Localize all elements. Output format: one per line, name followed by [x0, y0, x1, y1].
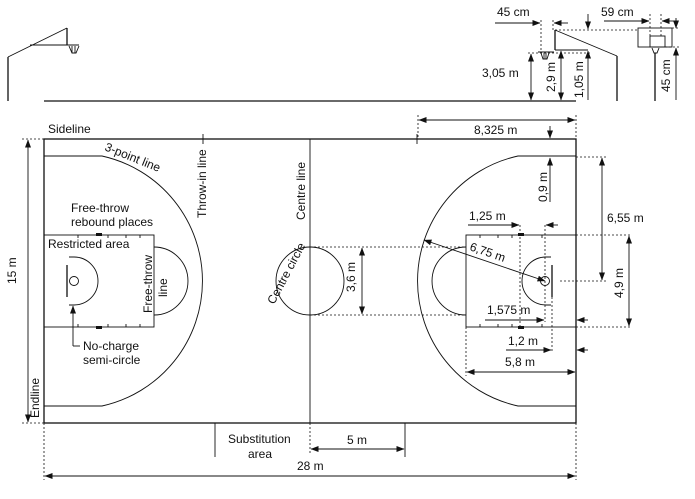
hoop-icon [67, 44, 80, 54]
no-charge-arc-right [521, 256, 551, 306]
free-throw-circle-right [431, 246, 467, 316]
rebound-places-label-1: Free-throw [71, 201, 129, 215]
free-throw-circle-left [153, 246, 189, 316]
rim-offset-label: 45 cm [497, 5, 530, 19]
key-width-label: 4,9 m [612, 268, 626, 298]
hoop-icon [538, 51, 554, 60]
three-point-straight-label: 6,55 m [607, 211, 644, 225]
elevation-right: 45 cm 3,05 m 2,9 m 1,05 m 59 cm 45 cm [482, 5, 680, 101]
no-charge-label-2: semi-circle [83, 353, 141, 367]
board-width-label: 59 cm [601, 5, 634, 19]
endline-label: Endline [28, 378, 42, 418]
elevation-left [7, 27, 80, 101]
substitution-label-2: area [248, 447, 272, 461]
rebound-dim-label: 1,25 m [469, 209, 506, 223]
centre-circle-label: Centre circle [264, 240, 308, 306]
rim-height-label: 3,05 m [482, 66, 519, 80]
dimensions: 15 m 8,325 m 0,9 m 6,55 m 4,9 m 1,25 m 6… [5, 115, 644, 480]
hoop-icon [651, 47, 660, 54]
centre-line-label: Centre line [294, 162, 308, 220]
circle-dim-label: 3,6 m [344, 262, 358, 292]
length-label: 28 m [297, 459, 324, 473]
no-charge-label-1: No-charge [83, 339, 139, 353]
rebound-marks-right [479, 235, 543, 327]
board-top-label: 2,9 m [544, 62, 558, 92]
throw-in-line-label: Throw-in line [195, 149, 209, 218]
basket-dim-label: 1,575 m [487, 303, 530, 317]
free-throw-line-label-1: Free-throw [141, 255, 155, 313]
three-point-radius-label: 6,75 m [468, 240, 507, 265]
court [43, 134, 577, 457]
width-label: 15 m [5, 257, 19, 284]
backboard-dim-label: 1,2 m [508, 334, 538, 348]
rebound-marks-left [77, 235, 141, 327]
no-charge-arc-left [69, 256, 99, 306]
restricted-area-label: Restricted area [48, 237, 130, 251]
substitution-label-1: Substitution [228, 432, 291, 446]
three-point-line-label: 3-point line [103, 140, 163, 175]
board-height-label: 45 cm [659, 59, 673, 92]
board-bottom-label: 1,05 m [572, 61, 586, 98]
rebound-places-label-2: rebound places [71, 215, 153, 229]
sideline-label: Sideline [48, 122, 91, 136]
three-point-line-left [44, 155, 203, 407]
substitution-dim-label: 5 m [347, 433, 367, 447]
basket-left [69, 276, 79, 286]
throw-in-dim-label: 8,325 m [474, 123, 517, 137]
free-throw-line-label-2: line [156, 278, 170, 297]
three-point-side-label: 0,9 m [536, 172, 550, 202]
key-length-label: 5,8 m [505, 355, 535, 369]
three-point-line-right [417, 155, 576, 407]
